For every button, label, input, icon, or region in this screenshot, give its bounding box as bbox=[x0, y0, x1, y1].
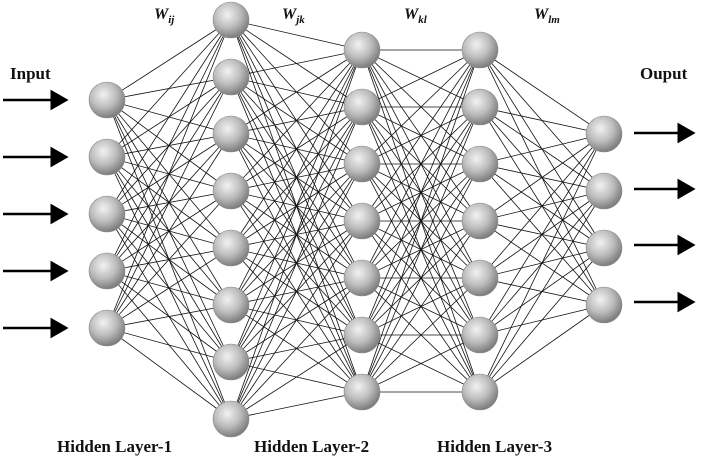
connection-line bbox=[230, 334, 363, 420]
neuron-node bbox=[461, 145, 499, 183]
neuron-node bbox=[212, 172, 250, 210]
connection-line bbox=[106, 247, 232, 329]
connection-line bbox=[106, 327, 232, 420]
connection-line bbox=[361, 334, 481, 393]
connection-line bbox=[230, 19, 363, 51]
neuron-node bbox=[343, 373, 381, 411]
neuron-node bbox=[343, 259, 381, 297]
connection-line bbox=[361, 277, 481, 393]
neuron-node bbox=[212, 115, 250, 153]
neuron-node bbox=[212, 343, 250, 381]
connection-line bbox=[479, 106, 605, 135]
neuron-node bbox=[212, 229, 250, 267]
connection-line bbox=[479, 133, 605, 279]
connection-line bbox=[361, 49, 481, 336]
hidden-layer-3-label: Hidden Layer-3 bbox=[437, 437, 552, 456]
connection-line bbox=[361, 49, 481, 393]
input-label: Input bbox=[10, 64, 51, 83]
connection-line bbox=[230, 277, 363, 420]
neuron-node bbox=[212, 400, 250, 438]
connection-line bbox=[106, 327, 232, 363]
neuron-node bbox=[88, 195, 126, 233]
connection-line bbox=[361, 106, 481, 393]
neuron-node bbox=[461, 259, 499, 297]
connection-line bbox=[479, 190, 605, 393]
neuron-node bbox=[343, 88, 381, 126]
connection-line bbox=[361, 49, 481, 222]
neuron-node bbox=[88, 252, 126, 290]
hidden-layer-1-label: Hidden Layer-1 bbox=[57, 437, 172, 456]
connection-line bbox=[230, 49, 363, 78]
weight-label-kl: Wkl bbox=[404, 6, 428, 26]
neuron-node bbox=[88, 138, 126, 176]
weight-label-lm: Wlm bbox=[534, 6, 560, 26]
neurons bbox=[88, 1, 623, 438]
neuron-node bbox=[343, 145, 381, 183]
weight-label-jk: Wjk bbox=[282, 6, 305, 26]
connection-line bbox=[230, 106, 363, 420]
connection-line bbox=[230, 220, 363, 420]
connection-line bbox=[479, 133, 605, 393]
neuron-node bbox=[461, 202, 499, 240]
neuron-node bbox=[212, 1, 250, 39]
neuron-node bbox=[343, 31, 381, 69]
neuron-node bbox=[585, 286, 623, 324]
neuron-node bbox=[212, 58, 250, 96]
connection-line bbox=[106, 304, 232, 329]
neuron-node bbox=[88, 81, 126, 119]
connection-line bbox=[230, 49, 363, 192]
connection-line bbox=[230, 49, 363, 306]
connection-line bbox=[230, 391, 363, 420]
weight-label-ij: Wij bbox=[154, 6, 175, 26]
connection-line bbox=[479, 49, 605, 135]
neuron-node bbox=[585, 115, 623, 153]
connection-line bbox=[106, 19, 232, 158]
connection-line bbox=[230, 49, 363, 363]
connection-line bbox=[479, 133, 605, 165]
connection-line bbox=[361, 49, 481, 165]
connection-line bbox=[106, 19, 232, 101]
connection-line bbox=[106, 133, 232, 329]
connections bbox=[106, 19, 605, 420]
connection-line bbox=[361, 49, 481, 108]
connection-line bbox=[361, 49, 481, 279]
neuron-node bbox=[461, 316, 499, 354]
connection-line bbox=[361, 163, 481, 393]
connection-line bbox=[230, 49, 363, 249]
connection-line bbox=[479, 133, 605, 222]
connection-line bbox=[230, 49, 363, 420]
neuron-node bbox=[343, 316, 381, 354]
hidden-layer-2-label: Hidden Layer-2 bbox=[254, 437, 369, 456]
connection-line bbox=[230, 49, 363, 135]
neuron-node bbox=[88, 309, 126, 347]
neuron-node bbox=[585, 229, 623, 267]
neuron-node bbox=[461, 373, 499, 411]
neuron-node bbox=[461, 31, 499, 69]
connection-line bbox=[479, 247, 605, 393]
connection-line bbox=[106, 190, 232, 329]
neuron-node bbox=[212, 286, 250, 324]
connection-line bbox=[479, 304, 605, 393]
neuron-node bbox=[343, 202, 381, 240]
connection-line bbox=[361, 220, 481, 393]
connection-line bbox=[106, 19, 232, 329]
connection-line bbox=[106, 19, 232, 215]
output-label: Ouput bbox=[640, 64, 688, 83]
neuron-node bbox=[461, 88, 499, 126]
connection-line bbox=[106, 76, 232, 329]
connection-line bbox=[230, 163, 363, 420]
connection-line bbox=[106, 19, 232, 272]
connection-line bbox=[479, 133, 605, 336]
io-arrows bbox=[3, 89, 696, 339]
neuron-node bbox=[585, 172, 623, 210]
